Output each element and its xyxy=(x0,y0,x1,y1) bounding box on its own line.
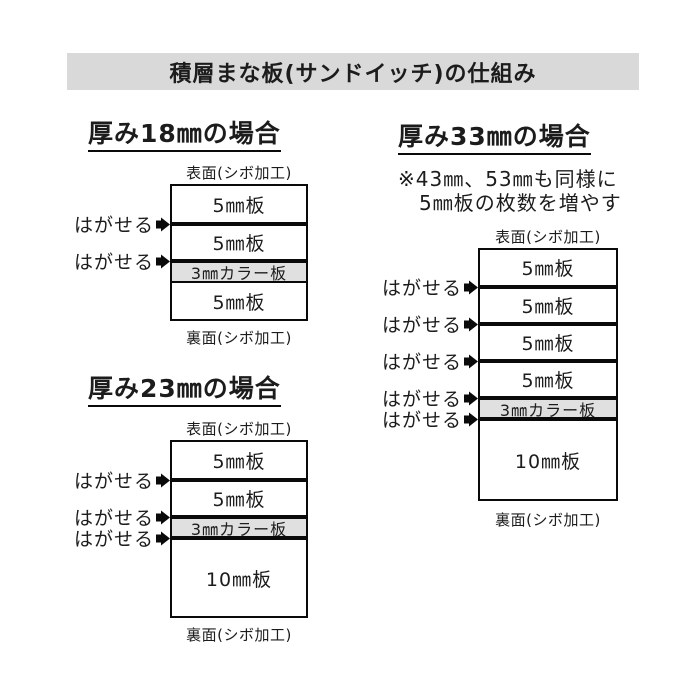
front-surface-label: 表面(シボ加工) xyxy=(495,228,601,246)
layer-row-10mm: 10㎜板 xyxy=(480,421,616,499)
peel-label-text: はがせる xyxy=(73,214,154,237)
peel-label: はがせる xyxy=(382,348,478,375)
right-arrow-icon xyxy=(156,510,170,524)
front-surface-label: 表面(シボ加工) xyxy=(186,164,292,182)
right-arrow-icon xyxy=(464,317,478,331)
peel-separator xyxy=(480,417,616,421)
peel-label-text: はがせる xyxy=(73,528,154,551)
peel-label: はがせる xyxy=(74,248,170,275)
right-arrow-icon xyxy=(156,531,170,545)
layer-row-5mm: 5㎜板 xyxy=(172,442,306,478)
layer-stack-23mm: 5㎜板 5㎜板 3㎜カラー板 10㎜板 xyxy=(170,440,308,618)
peel-label-text: はがせる xyxy=(73,507,154,530)
title-bar: 積層まな板(サンドイッチ)の仕組み xyxy=(67,53,639,90)
glue-separator xyxy=(172,281,306,283)
peel-label-text: はがせる xyxy=(381,388,462,411)
peel-label-text: はがせる xyxy=(73,251,154,274)
section-heading-23mm: 厚み23㎜の場合 xyxy=(88,375,281,408)
peel-label: はがせる xyxy=(382,311,478,338)
peel-separator xyxy=(480,359,616,363)
peel-label: はがせる xyxy=(382,274,478,301)
peel-label-text: はがせる xyxy=(381,314,462,337)
peel-label: はがせる xyxy=(74,211,170,238)
layer-stack-33mm: 5㎜板 5㎜板 5㎜板 5㎜板 3㎜カラー板 10㎜板 xyxy=(478,248,618,501)
layer-row-3mm-color: 3㎜カラー板 xyxy=(480,400,616,420)
peel-label-text: はがせる xyxy=(381,277,462,300)
peel-label-text: はがせる xyxy=(381,351,462,374)
peel-label-text: はがせる xyxy=(73,470,154,493)
right-arrow-icon xyxy=(464,354,478,368)
note-line-2: 5㎜板の枚数を増やす xyxy=(419,191,622,215)
layer-row-5mm: 5㎜板 xyxy=(480,363,616,396)
layer-row-5mm: 5㎜板 xyxy=(480,326,616,359)
layer-row-5mm: 5㎜板 xyxy=(172,283,306,319)
peel-separator xyxy=(172,536,306,540)
layer-row-5mm: 5㎜板 xyxy=(172,482,306,515)
right-arrow-icon xyxy=(464,280,478,294)
layer-row-5mm: 5㎜板 xyxy=(172,186,306,222)
note-line-1: ※43㎜、53㎜も同様に xyxy=(398,167,618,191)
layer-row-5mm: 5㎜板 xyxy=(172,226,306,259)
right-arrow-icon xyxy=(156,473,170,487)
peel-label: はがせる xyxy=(74,525,170,552)
peel-label-text: はがせる xyxy=(381,409,462,432)
back-surface-label: 裏面(シボ加工) xyxy=(186,626,292,644)
front-surface-label: 表面(シボ加工) xyxy=(186,420,292,438)
peel-separator xyxy=(172,222,306,226)
layer-row-5mm: 5㎜板 xyxy=(480,250,616,285)
peel-label: はがせる xyxy=(382,385,478,412)
layer-row-3mm-color: 3㎜カラー板 xyxy=(172,519,306,539)
peel-label: はがせる xyxy=(382,406,478,433)
peel-label: はがせる xyxy=(74,467,170,494)
peel-separator xyxy=(172,478,306,482)
peel-label: はがせる xyxy=(74,504,170,531)
right-arrow-icon xyxy=(464,412,478,426)
right-arrow-icon xyxy=(156,254,170,268)
peel-separator xyxy=(480,285,616,289)
peel-separator xyxy=(480,396,616,400)
peel-separator xyxy=(172,259,306,263)
right-arrow-icon xyxy=(464,391,478,405)
layer-row-5mm: 5㎜板 xyxy=(480,289,616,322)
peel-separator xyxy=(480,322,616,326)
back-surface-label: 裏面(シボ加工) xyxy=(186,329,292,347)
layer-stack-18mm: 5㎜板 5㎜板 3㎜カラー板 5㎜板 xyxy=(170,184,308,321)
layer-row-3mm-color: 3㎜カラー板 xyxy=(172,263,306,283)
page-title: 積層まな板(サンドイッチ)の仕組み xyxy=(169,61,537,87)
peel-separator xyxy=(172,515,306,519)
section-heading-18mm: 厚み18㎜の場合 xyxy=(88,120,281,153)
layer-row-10mm: 10㎜板 xyxy=(172,540,306,616)
back-surface-label: 裏面(シボ加工) xyxy=(495,511,601,529)
section-heading-33mm: 厚み33㎜の場合 xyxy=(398,123,591,156)
right-arrow-icon xyxy=(156,217,170,231)
